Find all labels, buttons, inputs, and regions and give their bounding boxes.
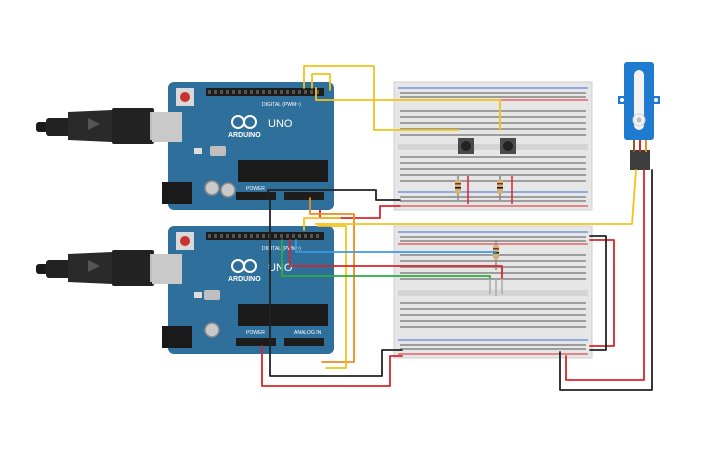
wire-black-rail[interactable] (589, 235, 607, 351)
analog-header (284, 338, 324, 346)
wire-red-servo-power[interactable] (565, 169, 645, 381)
model-label: UNO (268, 262, 293, 274)
servo-connector (630, 150, 650, 170)
power-jack (162, 182, 192, 204)
usb-cable-top[interactable] (36, 108, 168, 144)
wire-black-gnd-top[interactable] (267, 189, 401, 201)
usb-port (152, 112, 182, 142)
servo-motor[interactable] (618, 62, 660, 170)
arduino-uno-top[interactable]: DIGITAL (PWM~) ARDUINO UNO POWER (152, 82, 334, 210)
wire-green[interactable] (281, 239, 491, 279)
wire-yellow-servo-signal[interactable] (315, 169, 637, 225)
breadboard-bottom[interactable] (393, 225, 593, 359)
reset-button[interactable] (180, 92, 190, 102)
breadboard-top[interactable] (393, 81, 593, 211)
wire-yellow-inter[interactable] (317, 225, 347, 369)
brand-label: ARDUINO (228, 276, 261, 283)
power-header-label: POWER (246, 186, 265, 192)
power-header (236, 338, 276, 346)
arduino-logo-icon (231, 115, 257, 129)
usb-port (152, 254, 182, 284)
wire-red-5v-bottom[interactable] (261, 345, 403, 387)
digital-header-label: DIGITAL (PWM~) (262, 102, 301, 108)
analog-header (284, 192, 324, 200)
wire-yellow-button1[interactable] (303, 65, 459, 131)
power-header-label: POWER (246, 330, 265, 336)
wire-yellow-bridge[interactable] (303, 217, 341, 231)
resistor-1[interactable] (455, 176, 461, 200)
atmega-chip (238, 160, 328, 182)
model-label: UNO (268, 118, 293, 130)
analog-header-label: ANALOG IN (294, 330, 322, 336)
wires (261, 65, 653, 391)
power-header (236, 192, 276, 200)
pushbutton-1[interactable] (458, 138, 474, 154)
pushbutton-2[interactable] (500, 138, 516, 154)
reset-button[interactable] (180, 236, 190, 246)
power-jack (162, 326, 192, 348)
arduino-uno-bottom[interactable]: DIGITAL (PWM~) ARDUINO UNO POWER ANALOG … (152, 226, 334, 354)
wire-orange-1[interactable] (309, 197, 355, 363)
wire-black-gnd-bottom[interactable] (269, 197, 403, 377)
resistor-2[interactable] (497, 176, 503, 200)
wire-yellow-short[interactable] (311, 73, 331, 91)
brand-label: ARDUINO (228, 132, 261, 139)
wire-red-rail[interactable] (589, 239, 615, 347)
arduino-logo-icon (231, 259, 257, 273)
potentiometer[interactable] (489, 278, 503, 296)
atmega-chip (238, 304, 328, 326)
usb-cable-bottom[interactable] (36, 250, 168, 286)
wire-red-pot[interactable] (289, 239, 503, 279)
wire-red-5v-top[interactable] (319, 205, 401, 219)
wire-blue[interactable] (295, 239, 497, 253)
wire-yellow-button2[interactable] (315, 87, 501, 131)
wire-black-servo-gnd[interactable] (559, 169, 653, 391)
